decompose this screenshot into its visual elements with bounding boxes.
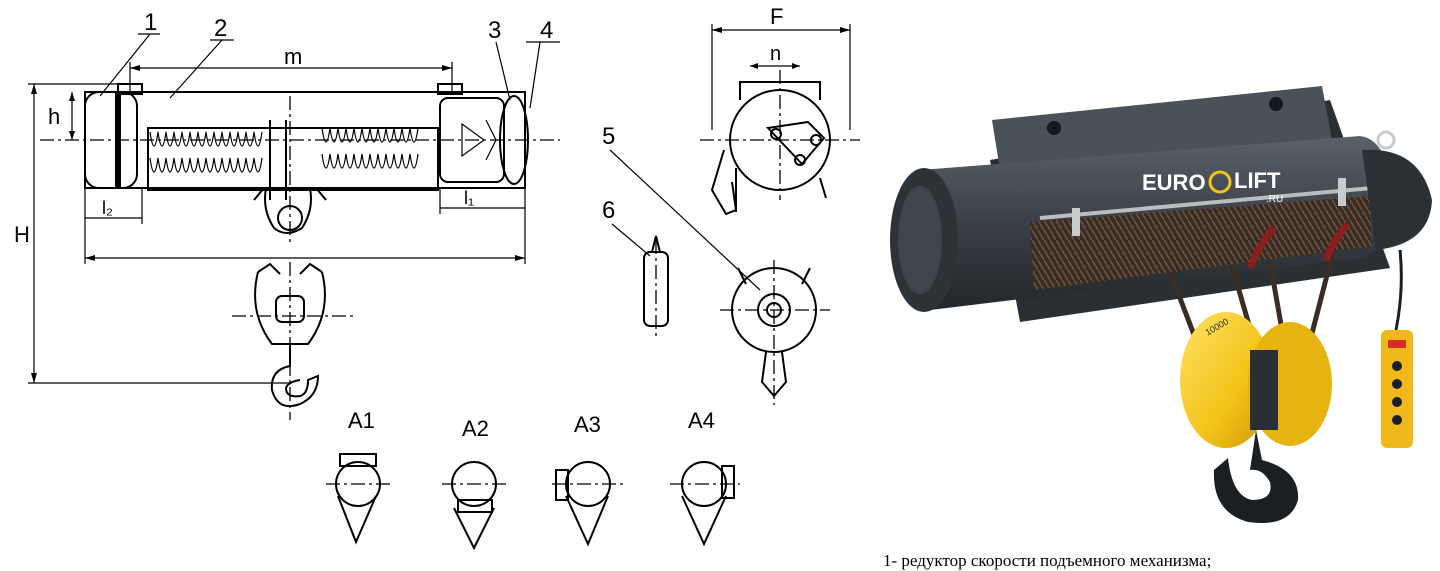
side-view (40, 83, 560, 245)
label-l1: l₁ (464, 188, 474, 208)
pendant-button-3 (1392, 397, 1402, 407)
caption-text: 1- редуктор скорости подъемного механизм… (883, 551, 1212, 570)
label-a4: A4 (688, 408, 715, 433)
rope-drum (1030, 196, 1372, 290)
leader-4 (529, 41, 541, 109)
end-view-bolt-3 (794, 154, 806, 166)
variant-a1 (326, 453, 392, 545)
hoist-ropes (1167, 247, 1337, 381)
callout-2: 2 (214, 15, 227, 42)
lifting-hook (1213, 430, 1299, 524)
label-F: F (770, 4, 783, 29)
label-m: m (284, 44, 302, 69)
label-a1: A1 (348, 408, 375, 433)
pulley-detail (609, 149, 830, 405)
label-l2: l₂ (102, 198, 113, 218)
rope-guides (1246, 221, 1351, 270)
pendant-cable-render (1394, 249, 1403, 331)
a1-top (339, 453, 377, 467)
mount-hole-2 (1269, 97, 1283, 111)
leader-5 (609, 149, 761, 291)
drum-outline (147, 127, 439, 191)
hook-block-detail (232, 262, 354, 420)
pendant-button-2 (1392, 379, 1402, 389)
drum-winding-right-bottom (321, 153, 419, 169)
side-hook-block (264, 187, 312, 234)
hoist-product-render: EURO LIFT .RU 10000 (890, 86, 1432, 524)
a3-left (555, 469, 569, 501)
variant-a4 (670, 461, 740, 547)
end-view-bolt-1 (770, 128, 782, 140)
label-n: n (770, 43, 781, 65)
rod-clamp-right (1338, 178, 1346, 206)
brand-logo-right: LIFT (1234, 168, 1281, 193)
end-view-hook (710, 149, 738, 216)
a1-hook (337, 495, 377, 545)
pendant-body (643, 251, 669, 327)
a4-right (721, 465, 735, 499)
brand-logo-left: EURO (1142, 170, 1206, 195)
lifting-eye (1376, 130, 1396, 150)
callout-6: 6 (602, 197, 615, 224)
end-view-right-arm (819, 177, 827, 199)
pendant-button-1 (1392, 361, 1402, 371)
guide-rod (1039, 186, 1373, 220)
pendant-stop-button (1388, 340, 1406, 348)
hook-block-top (257, 262, 323, 275)
variant-a2 (442, 461, 508, 551)
label-a3: A3 (574, 412, 601, 437)
a2-bottom (457, 499, 493, 513)
top-plate (992, 86, 1332, 170)
leader-3 (495, 41, 511, 101)
callout-3: 3 (488, 17, 501, 44)
drum-winding-left-bottom (149, 157, 263, 173)
brand-logo-sub: .RU (1266, 194, 1283, 205)
a2-hook (453, 507, 495, 551)
pendant-cable (651, 235, 661, 253)
side-hook-arms (253, 187, 327, 201)
mount-hole-1 (1047, 121, 1061, 135)
leader-6 (611, 223, 651, 257)
hook-block-left-disc (1180, 312, 1272, 448)
brand-logo-mark (1208, 170, 1232, 194)
motor-end-face (898, 186, 942, 294)
pendant-button-4 (1392, 415, 1402, 425)
dimension-lines (28, 33, 560, 384)
gearbox-housing (1362, 149, 1432, 250)
drum-winding-left-top (149, 131, 263, 147)
callout-1: 1 (144, 9, 157, 36)
callout-4: 4 (540, 17, 553, 44)
a4-hook (681, 495, 727, 547)
label-h: h (48, 104, 60, 129)
pulley-arms (737, 267, 811, 285)
a3-hook (565, 495, 609, 547)
rod-clamp-left (1072, 208, 1080, 236)
drum-winding-right-top (321, 127, 419, 143)
hook-shape (270, 344, 320, 408)
hook-block-center-plate (1250, 350, 1278, 430)
leader-2 (169, 39, 223, 99)
leader-1 (99, 33, 151, 97)
end-view-plate (765, 120, 826, 166)
foot-right (437, 83, 463, 95)
pendant-detail (611, 223, 669, 340)
variant-a3 (552, 461, 624, 547)
label-H: H (14, 222, 30, 247)
label-a2: A2 (462, 416, 489, 441)
end-view (700, 24, 860, 216)
callout-5: 5 (602, 123, 615, 150)
